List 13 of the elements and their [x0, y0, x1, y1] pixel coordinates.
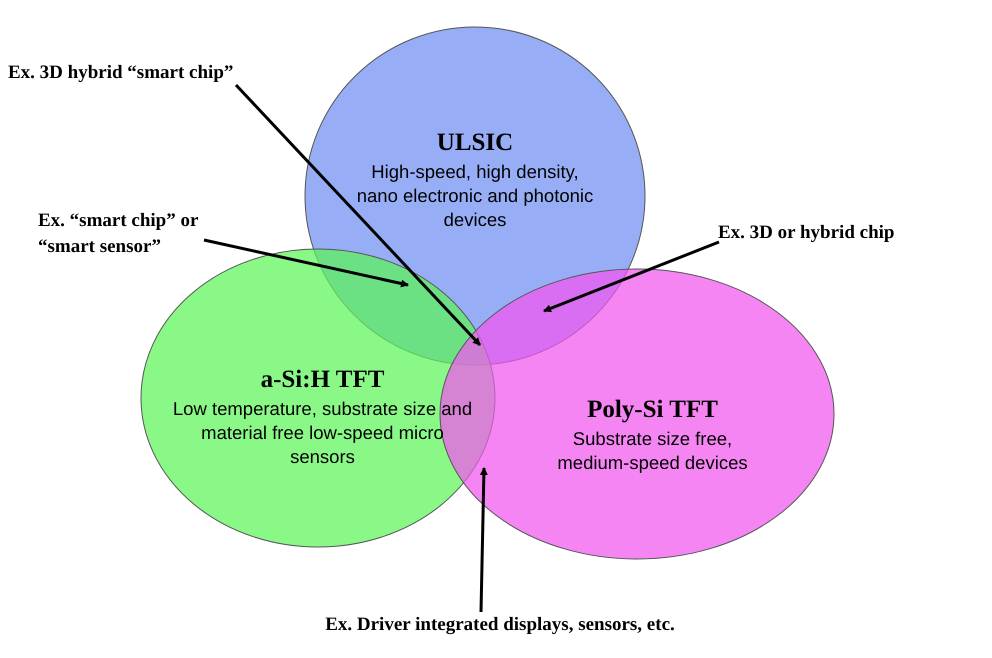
callout-label: Ex. Driver integrated displays, sensors, etc. [220, 612, 780, 638]
circle-title: Poly-Si TFT [586, 395, 719, 425]
circle-description: Substrate size free, medium-speed devices [556, 427, 749, 475]
circle-description: High-speed, high density, nano electronic and photonic devices [356, 160, 594, 232]
leader-arrow [543, 240, 720, 312]
callout-label: Ex. “smart chip” or “smart sensor” [38, 208, 204, 260]
leader-arrow [204, 238, 409, 288]
leader-arrow [480, 467, 488, 612]
callout-label: Ex. 3D hybrid “smart chip” [8, 60, 248, 86]
circle-title: ULSIC [436, 128, 514, 158]
circle-title: a-Si:H TFT [260, 365, 386, 395]
leader-arrow [234, 84, 482, 346]
callout-label: Ex. 3D or hybrid chip [718, 220, 988, 246]
